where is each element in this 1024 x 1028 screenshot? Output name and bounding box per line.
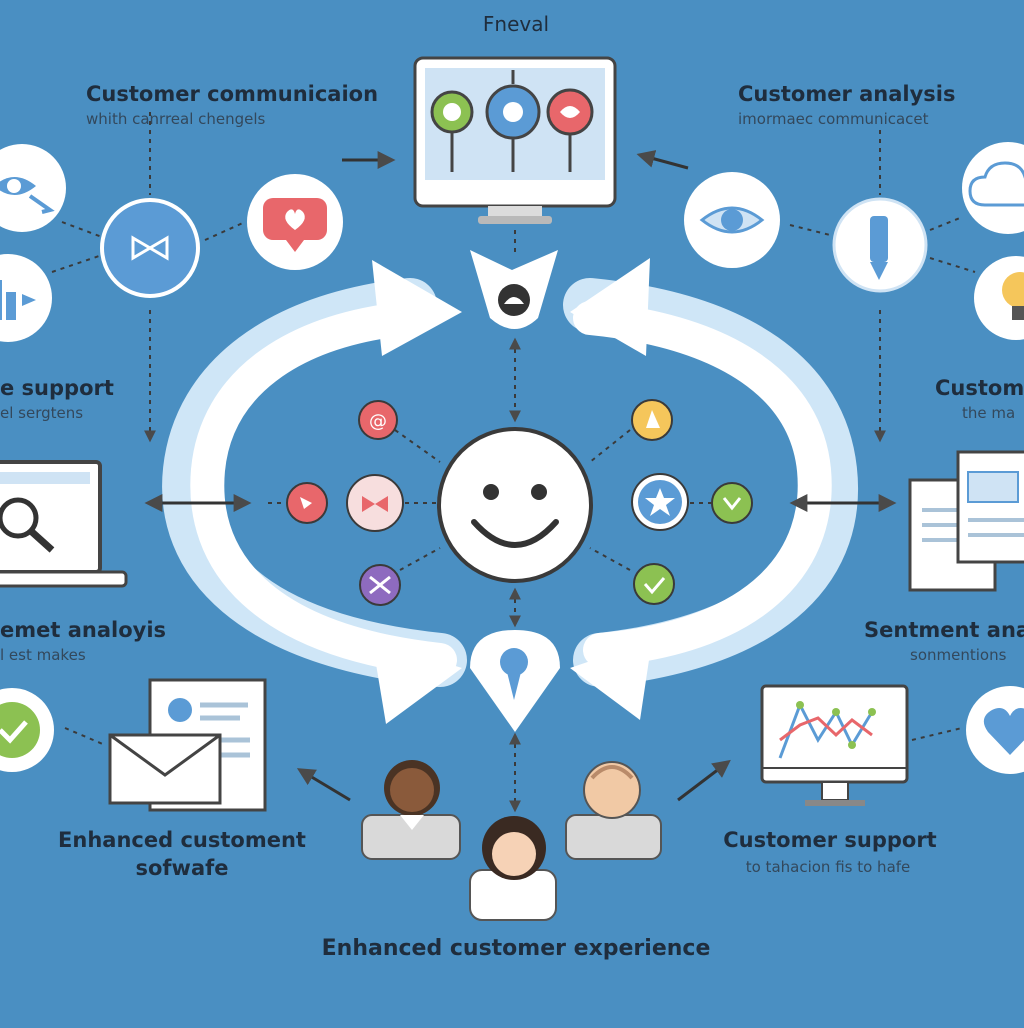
monitor-chart-icon: [760, 684, 909, 806]
person-center-icon: [469, 816, 557, 921]
eye-arrow-icon: [0, 144, 66, 232]
envelope-document-icon: [108, 678, 267, 812]
loop-arrow-left: [162, 260, 467, 724]
heart-chat-icon: [247, 174, 343, 270]
documents-icon: [908, 450, 1024, 592]
top-left-title: Customer communicaion: [86, 82, 379, 106]
lightbulb-icon: [974, 256, 1024, 340]
star-icon: [631, 473, 689, 531]
ribbon-icon: [346, 474, 404, 532]
red-dot-icon: [286, 482, 328, 524]
check-down-icon: [711, 482, 753, 524]
purple-bow-icon: [359, 564, 401, 606]
lower-left-subtitle: l est makes: [0, 646, 86, 664]
location-pin-icon: [470, 630, 560, 732]
svg-text:@: @: [369, 411, 387, 432]
dashed-connectors: [51, 112, 976, 813]
top-right-subtitle: imormaec communicacet: [738, 110, 929, 128]
top-right-title: Customer analysis: [738, 82, 956, 106]
top-left-subtitle: whith canrreal chengels: [86, 110, 266, 128]
bottom-left-title-line2: sofwafe: [135, 856, 229, 880]
lower-left-title: emet analoyis: [0, 618, 167, 642]
mid-right-subtitle: the ma: [962, 404, 1016, 422]
green-check-icon: [0, 688, 54, 772]
bottom-left-title-line1: Enhanced customent: [58, 828, 306, 852]
bottom-right-title: Customer support: [723, 828, 937, 852]
hand-icon: [631, 399, 673, 441]
check-icon: [633, 563, 675, 605]
funnel-icon: [470, 250, 558, 329]
solid-arrows: [144, 150, 897, 802]
heart-icon: [966, 686, 1024, 774]
laptop-search-icon: [0, 460, 128, 588]
eye-icon: [684, 172, 780, 268]
pen-icon: [832, 197, 928, 293]
person-left-icon: [361, 760, 461, 860]
mid-left-title: e support: [0, 376, 114, 400]
at-sign-icon: @: [358, 400, 398, 440]
mid-right-title: Custome: [935, 376, 1024, 400]
lower-right-subtitle: sonmentions: [910, 646, 1007, 664]
cloud-icon: [962, 142, 1024, 234]
monitor-dashboard-icon: [413, 56, 617, 224]
top-label: Fneval: [482, 12, 550, 36]
lower-right-title: Sentment analy: [864, 618, 1024, 642]
person-right-icon: [565, 761, 662, 860]
chart-tool-icon: [0, 254, 52, 342]
bowtie-icon: [100, 198, 200, 298]
bottom-caption: Enhanced customer experience: [321, 936, 711, 961]
loop-arrow-right: [563, 258, 858, 720]
smiley-face-icon: [437, 427, 593, 583]
mid-left-subtitle: el sergtens: [0, 404, 84, 422]
bottom-right-subtitle: to tahacion fis to hafe: [745, 858, 911, 876]
